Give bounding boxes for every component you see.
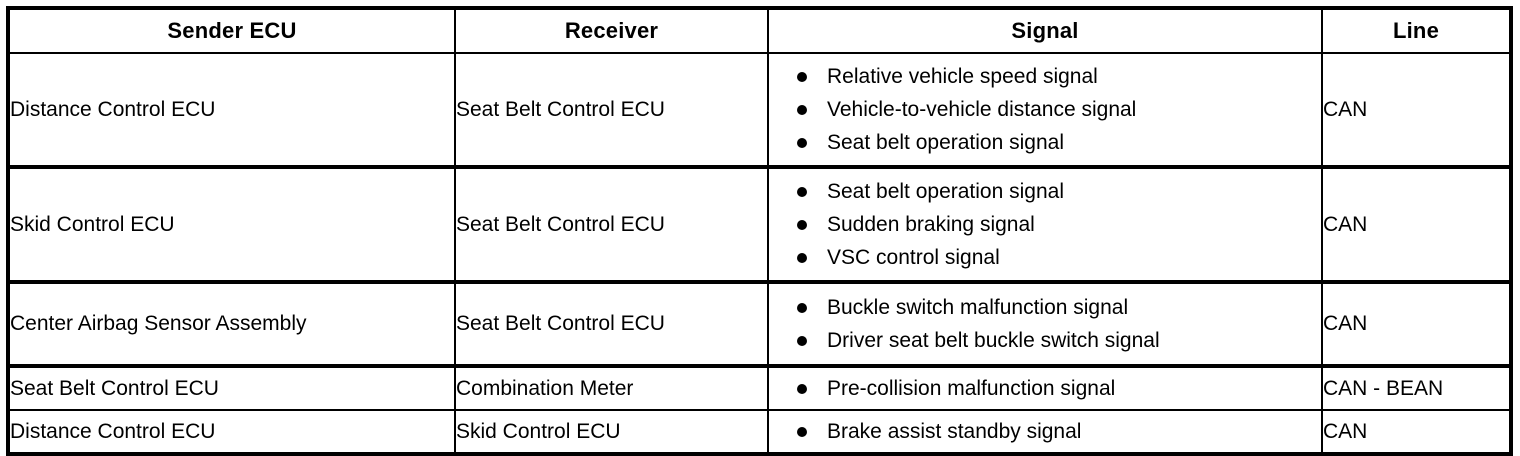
cell-sender: Distance Control ECU <box>7 409 456 455</box>
signal-text: Relative vehicle speed signal <box>827 65 1098 88</box>
cell-line: CAN <box>1321 409 1512 455</box>
bullet-icon <box>797 137 807 148</box>
bullet-icon <box>797 335 807 346</box>
signal-text: Vehicle-to-vehicle distance signal <box>827 98 1137 121</box>
signal-item: Vehicle-to-vehicle distance signal <box>769 93 1321 126</box>
header-line: Line <box>1321 7 1512 54</box>
signal-list: Seat belt operation signal Sudden brakin… <box>769 171 1321 278</box>
header-signal: Signal <box>767 7 1323 54</box>
signal-item: Driver seat belt buckle switch signal <box>769 324 1321 357</box>
communication-table-container: Sender ECU Receiver Signal Line Distance… <box>6 6 1513 456</box>
signal-item: Pre-collision malfunction signal <box>769 372 1321 405</box>
signal-text: VSC control signal <box>827 246 1000 269</box>
table-body: Distance Control ECU Seat Belt Control E… <box>7 52 1512 455</box>
signal-text: Seat belt operation signal <box>827 131 1064 154</box>
cell-sender: Skid Control ECU <box>7 165 456 283</box>
bullet-icon <box>797 104 807 115</box>
cell-signal: Pre-collision malfunction signal <box>767 364 1323 411</box>
cell-sender: Center Airbag Sensor Assembly <box>7 280 456 367</box>
cell-receiver: Combination Meter <box>454 364 769 411</box>
cell-sender: Seat Belt Control ECU <box>7 364 456 411</box>
header-receiver: Receiver <box>454 7 769 54</box>
cell-line: CAN <box>1321 280 1512 367</box>
table-header: Sender ECU Receiver Signal Line <box>7 7 1512 54</box>
cell-signal: Buckle switch malfunction signal Driver … <box>767 280 1323 367</box>
signal-text: Sudden braking signal <box>827 213 1035 236</box>
signal-item: Buckle switch malfunction signal <box>769 291 1321 324</box>
signal-item: VSC control signal <box>769 241 1321 274</box>
signal-text: Driver seat belt buckle switch signal <box>827 329 1160 352</box>
signal-list: Buckle switch malfunction signal Driver … <box>769 287 1321 361</box>
table-row: Center Airbag Sensor Assembly Seat Belt … <box>7 280 1512 367</box>
cell-line: CAN <box>1321 52 1512 168</box>
bullet-icon <box>797 219 807 230</box>
cell-signal: Brake assist standby signal <box>767 409 1323 455</box>
bullet-icon <box>797 252 807 263</box>
ecu-communication-table: Sender ECU Receiver Signal Line Distance… <box>6 6 1513 456</box>
bullet-icon <box>797 71 807 82</box>
signal-text: Seat belt operation signal <box>827 180 1064 203</box>
table-row: Seat Belt Control ECU Combination Meter … <box>7 364 1512 411</box>
cell-receiver: Seat Belt Control ECU <box>454 280 769 367</box>
signal-item: Seat belt operation signal <box>769 126 1321 159</box>
signal-item: Relative vehicle speed signal <box>769 60 1321 93</box>
signal-list: Relative vehicle speed signal Vehicle-to… <box>769 56 1321 163</box>
cell-line: CAN - BEAN <box>1321 364 1512 411</box>
table-row: Distance Control ECU Seat Belt Control E… <box>7 52 1512 168</box>
cell-signal: Seat belt operation signal Sudden brakin… <box>767 165 1323 283</box>
table-row: Skid Control ECU Seat Belt Control ECU S… <box>7 165 1512 283</box>
signal-item: Sudden braking signal <box>769 208 1321 241</box>
signal-text: Pre-collision malfunction signal <box>827 377 1116 400</box>
signal-item: Seat belt operation signal <box>769 175 1321 208</box>
cell-sender: Distance Control ECU <box>7 52 456 168</box>
signal-list: Pre-collision malfunction signal <box>769 368 1321 409</box>
table-header-row: Sender ECU Receiver Signal Line <box>7 7 1512 54</box>
bullet-icon <box>797 302 807 313</box>
cell-receiver: Seat Belt Control ECU <box>454 165 769 283</box>
cell-receiver: Seat Belt Control ECU <box>454 52 769 168</box>
cell-receiver: Skid Control ECU <box>454 409 769 455</box>
bullet-icon <box>797 383 807 394</box>
bullet-icon <box>797 186 807 197</box>
cell-signal: Relative vehicle speed signal Vehicle-to… <box>767 52 1323 168</box>
header-sender-ecu: Sender ECU <box>7 7 456 54</box>
table-row: Distance Control ECU Skid Control ECU Br… <box>7 409 1512 455</box>
signal-text: Buckle switch malfunction signal <box>827 296 1129 319</box>
cell-line: CAN <box>1321 165 1512 283</box>
